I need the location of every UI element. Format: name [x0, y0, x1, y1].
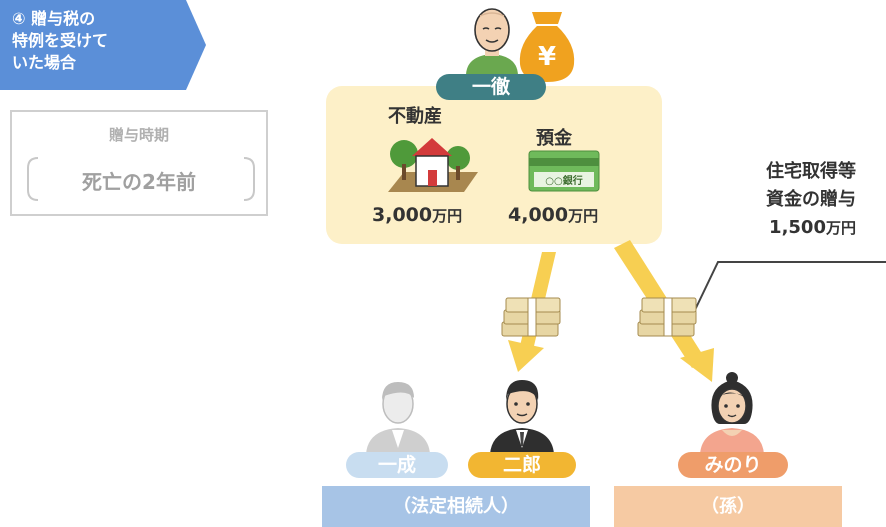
- heir-jiro-pill: 二郎: [468, 452, 576, 478]
- asset-label-real-estate: 不動産: [388, 106, 442, 127]
- note-amount: 1,500万円: [766, 214, 856, 242]
- note-line-1: 住宅取得等: [766, 161, 856, 182]
- grandchild-minori-pill: みのり: [678, 452, 788, 478]
- cash-stack-icon: [637, 297, 697, 337]
- tag-line-2: 特例を受けて: [12, 31, 109, 50]
- money-bag-icon: ¥: [519, 12, 575, 82]
- amount-real-estate-value: 3,000: [372, 204, 433, 226]
- grantor-name-pill: 一徹: [436, 74, 546, 100]
- step-tag: ④ 贈与税の 特例を受けて いた場合: [0, 0, 206, 90]
- amount-deposit-unit: 万円: [568, 207, 599, 225]
- amount-real-estate-unit: 万円: [432, 207, 463, 225]
- gift-timing-box: 贈与時期 死亡の2年前: [10, 110, 268, 216]
- note-leader-line: [693, 261, 886, 313]
- bankbook-text: ○○銀行: [545, 174, 582, 187]
- note-amount-unit: 万円: [825, 219, 856, 237]
- asset-label-deposit: 預金: [536, 128, 572, 149]
- amount-deposit: 4,000万円: [508, 204, 598, 226]
- bankbook-icon: ○○銀行: [528, 150, 600, 192]
- gift-timing-value: 死亡の2年前: [82, 170, 196, 194]
- house-icon: [388, 138, 478, 192]
- amount-real-estate: 3,000万円: [372, 204, 462, 226]
- heir-issei-pill: 一成: [346, 452, 448, 478]
- gift-timing-label: 贈与時期: [108, 126, 169, 144]
- bracket-decoration: [27, 157, 255, 201]
- amount-deposit-value: 4,000: [508, 204, 569, 226]
- heir-jiro-figure-icon: [490, 380, 554, 454]
- grandchild-minori-figure-icon: [700, 372, 764, 454]
- grandchild-bar: （孫）: [614, 486, 842, 527]
- heir-issei-figure-icon: [366, 382, 430, 454]
- tag-line-3: いた場合: [12, 53, 77, 72]
- housing-gift-note: 住宅取得等 資金の贈与 1,500万円: [766, 158, 856, 242]
- note-line-2: 資金の贈与: [766, 189, 856, 210]
- tag-line-1: ④ 贈与税の: [12, 9, 96, 28]
- cash-stack-icon: [501, 297, 561, 337]
- legal-heirs-bar: （法定相続人）: [322, 486, 590, 527]
- asset-box: [326, 86, 662, 244]
- arrowhead-to-jiro: [508, 340, 544, 372]
- note-amount-value: 1,500: [769, 217, 826, 238]
- grantor-figure-icon: [466, 8, 518, 76]
- arrowhead-to-minori: [680, 348, 714, 382]
- yen-symbol: ¥: [538, 42, 556, 72]
- tag-title: ④ 贈与税の 特例を受けて いた場合: [12, 8, 108, 74]
- tag-arrow-shape: [0, 0, 206, 90]
